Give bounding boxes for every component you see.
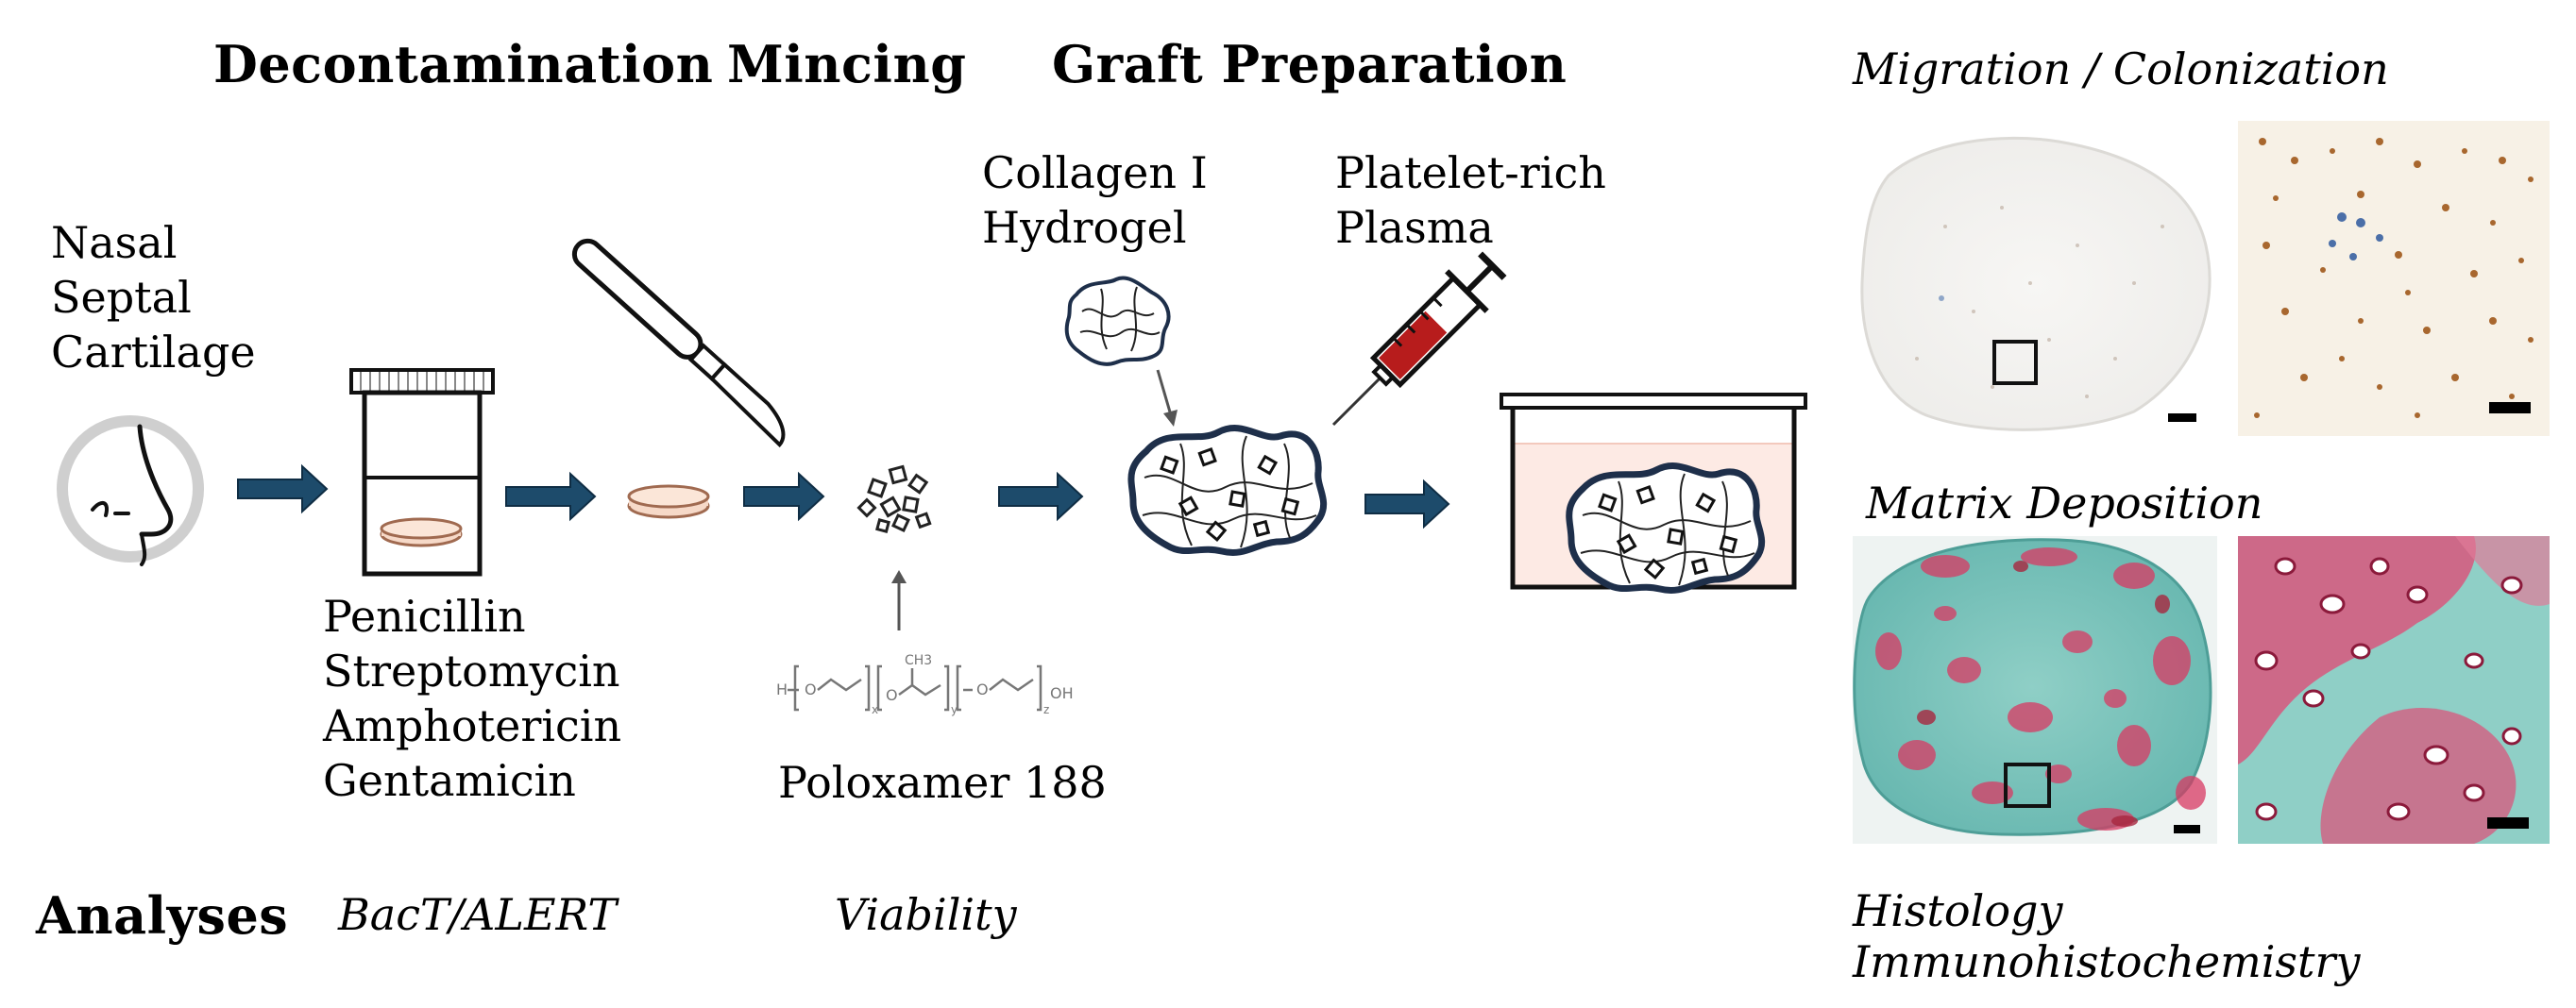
analysis-histology: Histology bbox=[1853, 885, 2063, 936]
nose-icon bbox=[57, 415, 204, 566]
poloxamer-structure: H O x O CH3 y O z OH bbox=[776, 653, 1074, 716]
ihc-overview-image bbox=[1853, 121, 2217, 436]
arrow-5 bbox=[1364, 479, 1450, 529]
stage-title-mincing: Mincing bbox=[727, 34, 967, 94]
svg-text:x: x bbox=[872, 703, 878, 716]
arrow-3 bbox=[743, 471, 825, 522]
antibiotic-1: Penicillin bbox=[323, 591, 526, 642]
svg-text:O: O bbox=[886, 686, 898, 704]
antibiotic-3: Amphotericin bbox=[323, 700, 622, 751]
source-label-line-1: Nasal bbox=[51, 217, 178, 268]
matrix-title: Matrix Deposition bbox=[1866, 478, 2263, 529]
hydrogel-label: Collagen I Hydrogel bbox=[982, 145, 1208, 255]
analysis-immunohistochemistry: Immunohistochemistry bbox=[1853, 936, 2361, 987]
prp-label-line-1: Platelet-rich bbox=[1335, 147, 1606, 198]
svg-text:CH3: CH3 bbox=[905, 653, 932, 668]
graft-icon bbox=[1127, 425, 1328, 556]
analyses-title: Analyses bbox=[36, 885, 289, 946]
antibiotic-2: Streptomycin bbox=[323, 646, 620, 697]
poloxamer-label: Poloxamer 188 bbox=[778, 757, 1107, 808]
prp-label-line-2: Plasma bbox=[1335, 202, 1494, 253]
analysis-viability: Viability bbox=[835, 889, 1017, 940]
antibiotics-label: Penicillin Streptomycin Amphotericin Gen… bbox=[323, 589, 621, 808]
hydrogel-label-line-1: Collagen I bbox=[982, 147, 1208, 198]
hydrogel-arrow bbox=[1156, 369, 1178, 427]
tissue-fragments-icon bbox=[856, 464, 932, 533]
stage-title-graft-preparation: Graft Preparation bbox=[1052, 34, 1568, 94]
svg-text:y: y bbox=[951, 703, 958, 716]
arrow-1 bbox=[237, 463, 329, 514]
safranin-overview-image bbox=[1853, 536, 2217, 844]
migration-title: Migration / Colonization bbox=[1853, 43, 2389, 94]
antibiotic-4: Gentamicin bbox=[323, 755, 576, 806]
cartilage-disc-icon bbox=[627, 484, 710, 519]
process-arrows bbox=[237, 463, 1450, 529]
source-label-line-2: Septal bbox=[51, 272, 192, 323]
svg-text:H: H bbox=[776, 680, 788, 698]
poloxamer-arrow bbox=[891, 570, 907, 630]
stage-title-decontamination: Decontamination bbox=[213, 34, 714, 94]
analysis-bact-alert: BacT/ALERT bbox=[338, 889, 618, 940]
source-label-line-3: Cartilage bbox=[51, 327, 256, 378]
petri-dish-icon bbox=[1500, 393, 1807, 594]
hydrogel-icon bbox=[1064, 276, 1171, 366]
specimen-jar-icon bbox=[349, 368, 495, 577]
svg-text:z: z bbox=[1043, 703, 1049, 716]
scalpel-icon bbox=[571, 238, 786, 448]
arrow-2 bbox=[505, 471, 597, 522]
svg-text:O: O bbox=[976, 680, 989, 698]
source-label: Nasal Septal Cartilage bbox=[51, 215, 256, 379]
prp-label: Platelet-rich Plasma bbox=[1335, 145, 1606, 255]
safranin-zoom-image bbox=[2238, 536, 2550, 844]
hydrogel-label-line-2: Hydrogel bbox=[982, 202, 1187, 253]
svg-text:O: O bbox=[805, 680, 817, 698]
ihc-zoom-image bbox=[2238, 121, 2550, 436]
arrow-4 bbox=[998, 471, 1084, 522]
svg-text:OH: OH bbox=[1050, 684, 1074, 702]
syringe-icon bbox=[1331, 251, 1507, 427]
